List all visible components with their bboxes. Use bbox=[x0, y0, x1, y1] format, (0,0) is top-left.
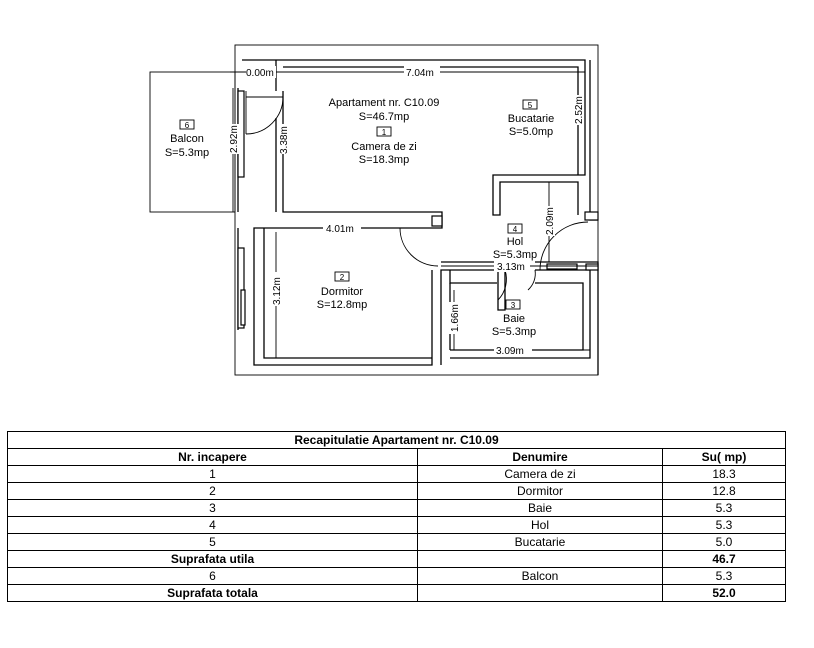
room-number-box bbox=[505, 299, 521, 310]
table-title-row: Recapitulatie Apartament nr. C10.09 bbox=[7, 431, 786, 449]
room-4-number: 4 bbox=[513, 225, 518, 234]
table-row: 2 Dormitor 12.8 bbox=[7, 482, 786, 500]
room-4-name: Hol bbox=[507, 236, 524, 248]
dim-2-52: 2.52m bbox=[574, 96, 585, 124]
room-5-name: Bucatarie bbox=[508, 113, 554, 125]
room-number-box bbox=[522, 99, 538, 110]
room-2-name: Dormitor bbox=[321, 286, 364, 298]
dim-1-66: 1.66m bbox=[450, 304, 461, 332]
floor-plan: 0.00m 7.04m 3.38m 2.92m 2.52m 4.01m 2.09… bbox=[149, 44, 599, 376]
room-4-area: S=5.3mp bbox=[493, 249, 537, 261]
dim-3-12: 3.12m bbox=[272, 277, 283, 305]
dim-2-92: 2.92m bbox=[229, 125, 240, 153]
cell-su: 5.3 bbox=[662, 567, 786, 585]
cell-su: 5.0 bbox=[662, 533, 786, 551]
total-value: 52.0 bbox=[662, 584, 786, 602]
cell-su: 5.3 bbox=[662, 499, 786, 517]
cell-nr: 4 bbox=[7, 516, 418, 534]
room-2-area: S=12.8mp bbox=[317, 299, 367, 311]
dimension-labels: 0.00m 7.04m 3.38m 2.92m 2.52m 4.01m 2.09… bbox=[227, 66, 585, 357]
dim-4-01: 4.01m bbox=[326, 224, 354, 235]
room-6-area: S=5.3mp bbox=[165, 147, 209, 159]
dim-2-09: 2.09m bbox=[545, 207, 556, 235]
util-value: 46.7 bbox=[662, 550, 786, 568]
dim-3-38: 3.38m bbox=[279, 126, 290, 154]
cell-name: Hol bbox=[417, 516, 663, 534]
dim-3-09: 3.09m bbox=[496, 346, 524, 357]
table-row: 4 Hol 5.3 bbox=[7, 516, 786, 534]
total-empty bbox=[417, 584, 663, 602]
cell-name: Balcon bbox=[417, 567, 663, 585]
table-row: 5 Bucatarie 5.0 bbox=[7, 533, 786, 551]
cell-nr: 3 bbox=[7, 499, 418, 517]
cell-name: Bucatarie bbox=[417, 533, 663, 551]
room-number-box bbox=[507, 223, 523, 234]
recap-table: Recapitulatie Apartament nr. C10.09 Nr. … bbox=[7, 431, 786, 602]
cell-su: 5.3 bbox=[662, 516, 786, 534]
room-5-number: 5 bbox=[528, 101, 533, 110]
cell-nr: 2 bbox=[7, 482, 418, 500]
room-1-area: S=18.3mp bbox=[359, 154, 409, 166]
room-3-number: 3 bbox=[511, 301, 516, 310]
room-number-box bbox=[179, 119, 195, 130]
cell-nr: 5 bbox=[7, 533, 418, 551]
room-3-area: S=5.3mp bbox=[492, 326, 536, 338]
total-row: Suprafata totala 52.0 bbox=[7, 584, 786, 602]
cell-nr: 1 bbox=[7, 465, 418, 483]
room-3-name: Baie bbox=[503, 313, 525, 325]
dim-7-04: 7.04m bbox=[406, 68, 434, 79]
cell-nr: 6 bbox=[7, 567, 418, 585]
room-1-number: 1 bbox=[382, 128, 387, 137]
table-row: 1 Camera de zi 18.3 bbox=[7, 465, 786, 483]
cell-name: Baie bbox=[417, 499, 663, 517]
cell-name: Dormitor bbox=[417, 482, 663, 500]
dim-0-00: 0.00m bbox=[246, 68, 274, 79]
windows bbox=[237, 90, 599, 329]
util-row: Suprafata utila 46.7 bbox=[7, 550, 786, 568]
cell-su: 18.3 bbox=[662, 465, 786, 483]
table-row: 3 Baie 5.3 bbox=[7, 499, 786, 517]
util-empty bbox=[417, 550, 663, 568]
room-number-box bbox=[334, 271, 350, 282]
cell-name: Camera de zi bbox=[417, 465, 663, 483]
util-label: Suprafata utila bbox=[7, 550, 418, 568]
dim-3-13: 3.13m bbox=[497, 262, 525, 273]
total-label: Suprafata totala bbox=[7, 584, 418, 602]
header-nr: Nr. incapere bbox=[7, 448, 418, 466]
table-title: Recapitulatie Apartament nr. C10.09 bbox=[7, 431, 786, 449]
cell-su: 12.8 bbox=[662, 482, 786, 500]
room-5-area: S=5.0mp bbox=[509, 126, 553, 138]
apartment-title: Apartament nr. C10.09 bbox=[329, 97, 440, 109]
header-denumire: Denumire bbox=[417, 448, 663, 466]
header-su: Su( mp) bbox=[662, 448, 786, 466]
room-6-name: Balcon bbox=[170, 133, 204, 145]
table-row: 6 Balcon 5.3 bbox=[7, 567, 786, 585]
room-2-number: 2 bbox=[340, 273, 345, 282]
room-number-box bbox=[376, 126, 392, 137]
room-6-number: 6 bbox=[185, 121, 190, 130]
room-labels: Apartament nr. C10.09 S=46.7mp 1 Camera … bbox=[165, 97, 554, 338]
table-header-row: Nr. incapere Denumire Su( mp) bbox=[7, 448, 786, 466]
room-1-name: Camera de zi bbox=[351, 141, 416, 153]
apartment-area: S=46.7mp bbox=[359, 111, 409, 123]
